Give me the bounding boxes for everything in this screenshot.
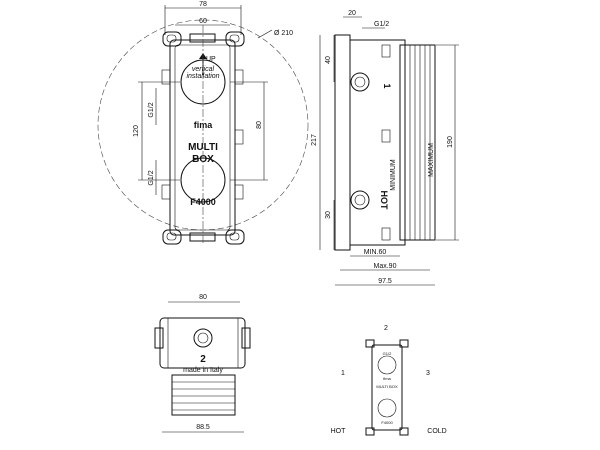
dim-thread-bottom: G1/2 bbox=[148, 170, 155, 185]
side-port-1-label: 1 bbox=[382, 83, 392, 88]
small-body bbox=[371, 344, 403, 431]
dim-bottom-width: 88.5 bbox=[196, 424, 210, 431]
bottom-port-circle bbox=[193, 328, 213, 348]
side-maximum-label: MAXIMUM bbox=[428, 143, 435, 177]
dim-port-spacing: 120 bbox=[133, 125, 140, 137]
mounting-lug-br bbox=[225, 229, 245, 245]
dim-bottom-port-offset: 30 bbox=[325, 211, 332, 219]
small-pos-3: 3 bbox=[426, 370, 430, 377]
side-minimum-label: MINIMUM bbox=[390, 159, 397, 191]
side-port-hot bbox=[350, 190, 370, 210]
side-body bbox=[349, 39, 406, 246]
made-in-italy: made in Italy bbox=[183, 367, 223, 374]
dim-inner-width: 60 bbox=[199, 18, 207, 25]
dim-top-a: 20 bbox=[348, 10, 356, 17]
side-flange bbox=[334, 34, 351, 251]
side-hot-label: HOT bbox=[379, 191, 389, 211]
small-pos-1: 1 bbox=[341, 370, 345, 377]
small-thread: G1/2 bbox=[383, 351, 392, 356]
brand-label: fima bbox=[194, 120, 214, 130]
bottom-port-2: 2 bbox=[200, 354, 206, 365]
small-cold: COLD bbox=[427, 428, 446, 435]
dim-bottom-top-width: 80 bbox=[199, 294, 207, 301]
small-brand: fima bbox=[383, 376, 391, 381]
model-label: F4000 bbox=[190, 197, 216, 207]
dim-min-depth: MIN.60 bbox=[364, 249, 387, 256]
bottom-ribbed-sleeve bbox=[171, 374, 236, 416]
mounting-lug-tr bbox=[225, 31, 245, 47]
bottom-view: 80 2 made in Italy 88.5 bbox=[154, 294, 251, 433]
dim-center-offset: 80 bbox=[256, 121, 263, 129]
dim-overall-depth: 97.5 bbox=[378, 278, 392, 285]
small-product: MULTI BOX bbox=[376, 384, 398, 389]
side-view: 1 HOT MINIMUM MAXIMUM 20 G1/2 40 217 30 … bbox=[311, 10, 459, 286]
dim-overall-width: 78 bbox=[199, 1, 207, 8]
side-ribs bbox=[404, 45, 431, 240]
up-label: UP bbox=[206, 56, 216, 63]
small-view: 2 1 3 HOT COLD G1/2 fima MULTI BOX F4000 bbox=[331, 325, 447, 436]
side-ribbed-sleeve bbox=[399, 44, 436, 241]
side-port-1 bbox=[350, 72, 370, 92]
dim-height-217: 217 bbox=[311, 134, 318, 146]
dim-thread-top: G1/2 bbox=[148, 102, 155, 117]
small-pos-2: 2 bbox=[384, 325, 388, 332]
svg-text:installation: installation bbox=[186, 73, 219, 80]
dim-diameter: Ø 210 bbox=[274, 30, 293, 37]
mounting-lug-bl bbox=[162, 229, 182, 245]
small-hot: HOT bbox=[331, 428, 347, 435]
dim-height-190: 190 bbox=[447, 136, 454, 148]
small-model: F4000 bbox=[381, 420, 393, 425]
dim-top-thread: G1/2 bbox=[374, 21, 389, 28]
mounting-lug-tl bbox=[162, 31, 182, 47]
dim-top-port-offset: 40 bbox=[325, 56, 332, 64]
front-view: UP vertical installation fima MULTI BOX … bbox=[97, 1, 309, 245]
product-line2: BOX bbox=[192, 154, 214, 165]
dim-max-depth: Max.90 bbox=[374, 263, 397, 270]
